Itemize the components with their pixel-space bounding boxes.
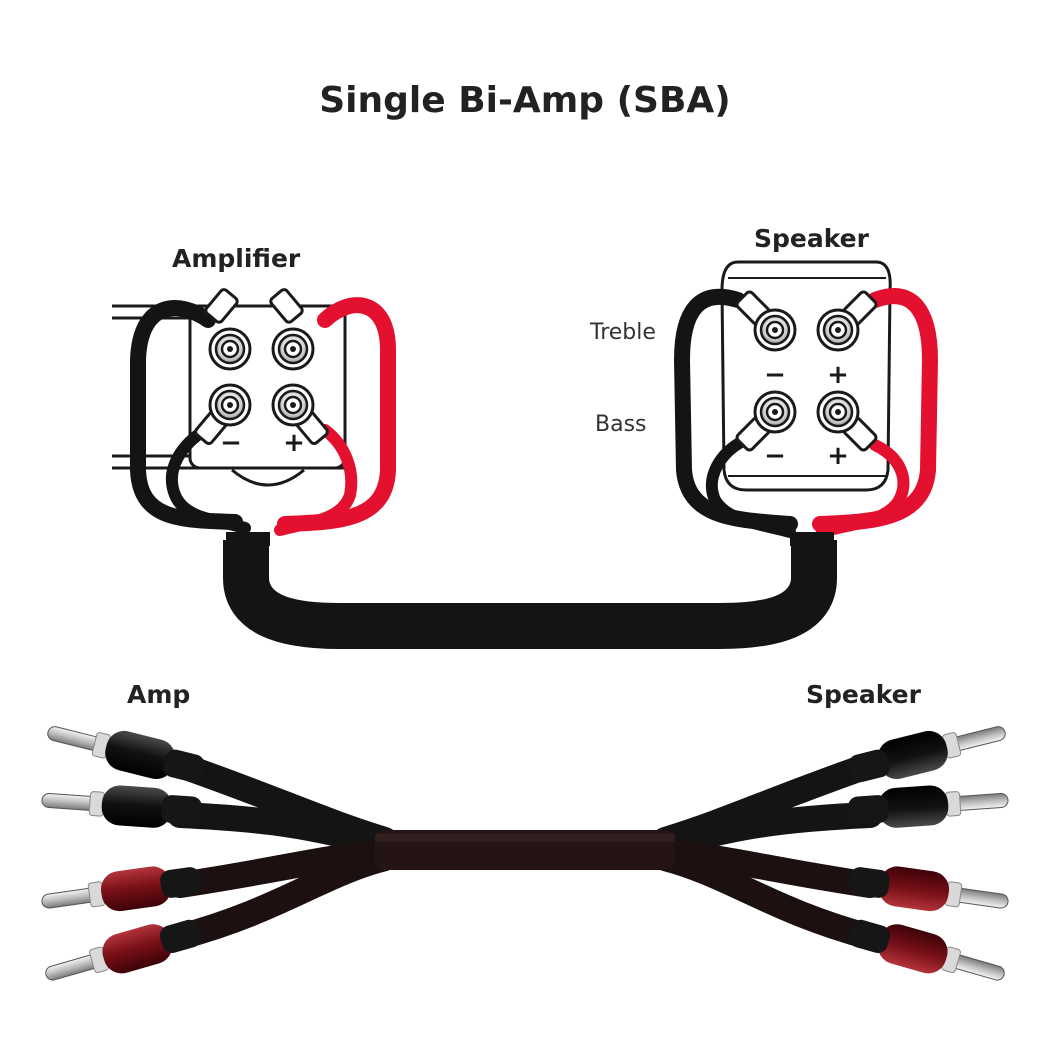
speaker-bass-minus-sign: − xyxy=(764,441,786,471)
speaker-posts xyxy=(735,290,878,452)
amplifier-wires xyxy=(130,297,396,536)
treble-label: Treble xyxy=(590,320,656,345)
amplifier-posts xyxy=(194,288,329,445)
amp-minus-sign: − xyxy=(220,428,242,458)
cable-speaker-label: Speaker xyxy=(806,680,921,709)
cable-assembly xyxy=(38,712,1012,995)
speaker-wires xyxy=(673,288,939,538)
page-title: Single Bi-Amp (SBA) xyxy=(319,80,731,121)
amp-plus-sign: + xyxy=(283,428,305,458)
bass-label: Bass xyxy=(595,412,647,437)
speaker-label: Speaker xyxy=(754,224,869,253)
amplifier-label: Amplifier xyxy=(172,244,301,273)
speaker-bass-plus-sign: + xyxy=(827,441,849,471)
speaker-treble-plus-sign: + xyxy=(827,360,849,390)
speaker-treble-minus-sign: − xyxy=(764,360,786,390)
cable-amp-label: Amp xyxy=(127,680,191,709)
main-cable xyxy=(223,532,837,649)
